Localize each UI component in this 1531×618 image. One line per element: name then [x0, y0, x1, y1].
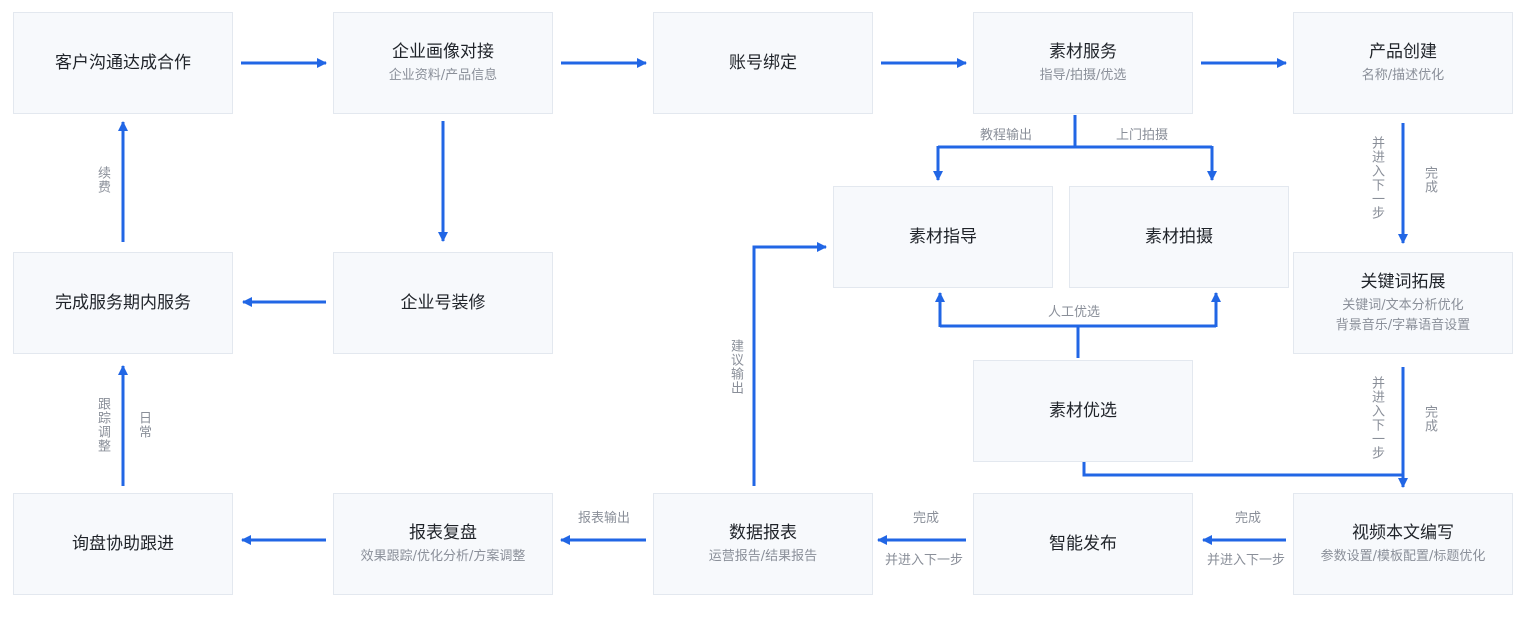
node-complete-service: 完成服务期内服务	[13, 252, 233, 354]
label-complete-product: 完成	[1422, 166, 1437, 194]
node-keyword: 关键词拓展 关键词/文本分析优化 背景音乐/字幕语音设置	[1293, 252, 1513, 354]
node-title: 企业画像对接	[392, 42, 494, 62]
label-tutorial-output: 教程输出	[980, 128, 1033, 143]
node-title: 企业号装修	[400, 293, 486, 313]
label-next-step-video: 并进入下一步	[1207, 553, 1286, 568]
node-guide: 素材指导	[833, 186, 1053, 288]
node-shoot: 素材拍摄	[1069, 186, 1289, 288]
node-product: 产品创建 名称/描述优化	[1293, 12, 1513, 114]
node-subtitle: 名称/描述优化	[1361, 68, 1445, 83]
node-title: 关键词拓展	[1360, 272, 1446, 292]
node-title: 账号绑定	[729, 53, 797, 73]
node-title: 客户沟通达成合作	[55, 53, 191, 73]
node-decoration: 企业号装修	[333, 252, 553, 354]
node-report: 数据报表 运营报告/结果报告	[653, 493, 873, 595]
node-customer: 客户沟通达成合作	[13, 12, 233, 114]
label-renew: 续费	[95, 166, 110, 194]
label-complete-keyword: 完成	[1422, 405, 1437, 433]
node-title: 智能发布	[1049, 534, 1117, 554]
node-title: 产品创建	[1369, 42, 1437, 62]
label-next-step-product: 并进入下一步	[1369, 136, 1384, 220]
node-inquiry: 询盘协助跟进	[13, 493, 233, 595]
node-portrait: 企业画像对接 企业资料/产品信息	[333, 12, 553, 114]
arrow-select-to-video	[1082, 462, 1403, 477]
node-subtitle: 企业资料/产品信息	[388, 68, 498, 83]
label-track-adjust: 跟踪调整	[95, 397, 110, 453]
label-complete-video: 完成	[1235, 511, 1262, 526]
node-title: 完成服务期内服务	[55, 293, 191, 313]
node-title: 询盘协助跟进	[72, 534, 174, 554]
label-next-step-keyword: 并进入下一步	[1369, 376, 1384, 460]
label-next-step-publish: 并进入下一步	[885, 553, 964, 568]
label-manual-select: 人工优选	[1048, 305, 1101, 320]
node-title: 数据报表	[729, 523, 797, 543]
node-material-service: 素材服务 指导/拍摄/优选	[973, 12, 1193, 114]
node-title: 报表复盘	[409, 523, 477, 543]
label-suggest-output: 建议输出	[728, 339, 743, 395]
label-report-output: 报表输出	[578, 511, 631, 526]
node-account: 账号绑定	[653, 12, 873, 114]
node-subtitle: 指导/拍摄/优选	[1039, 68, 1127, 83]
node-title: 素材拍摄	[1145, 227, 1213, 247]
label-daily: 日常	[136, 411, 151, 439]
node-select: 素材优选	[973, 360, 1193, 462]
node-publish: 智能发布	[973, 493, 1193, 595]
label-onsite-shoot: 上门拍摄	[1116, 128, 1169, 143]
node-title: 素材指导	[909, 227, 977, 247]
node-video: 视频本文编写 参数设置/模板配置/标题优化	[1293, 493, 1513, 595]
node-subtitle: 运营报告/结果报告	[708, 549, 818, 564]
node-title: 素材优选	[1049, 401, 1117, 421]
node-subtitle: 关键词/文本分析优化	[1342, 298, 1464, 313]
arrow-report-to-guide	[752, 242, 827, 486]
node-subtitle: 参数设置/模板配置/标题优化	[1320, 549, 1486, 564]
node-title: 视频本文编写	[1352, 523, 1454, 543]
node-subtitle: 背景音乐/字幕语音设置	[1335, 318, 1471, 333]
arrow-select-to-guide-shoot	[940, 324, 1080, 358]
node-title: 素材服务	[1049, 42, 1117, 62]
label-complete-publish: 完成	[913, 511, 940, 526]
node-review: 报表复盘 效果跟踪/优化分析/方案调整	[333, 493, 553, 595]
node-subtitle: 效果跟踪/优化分析/方案调整	[360, 549, 526, 564]
